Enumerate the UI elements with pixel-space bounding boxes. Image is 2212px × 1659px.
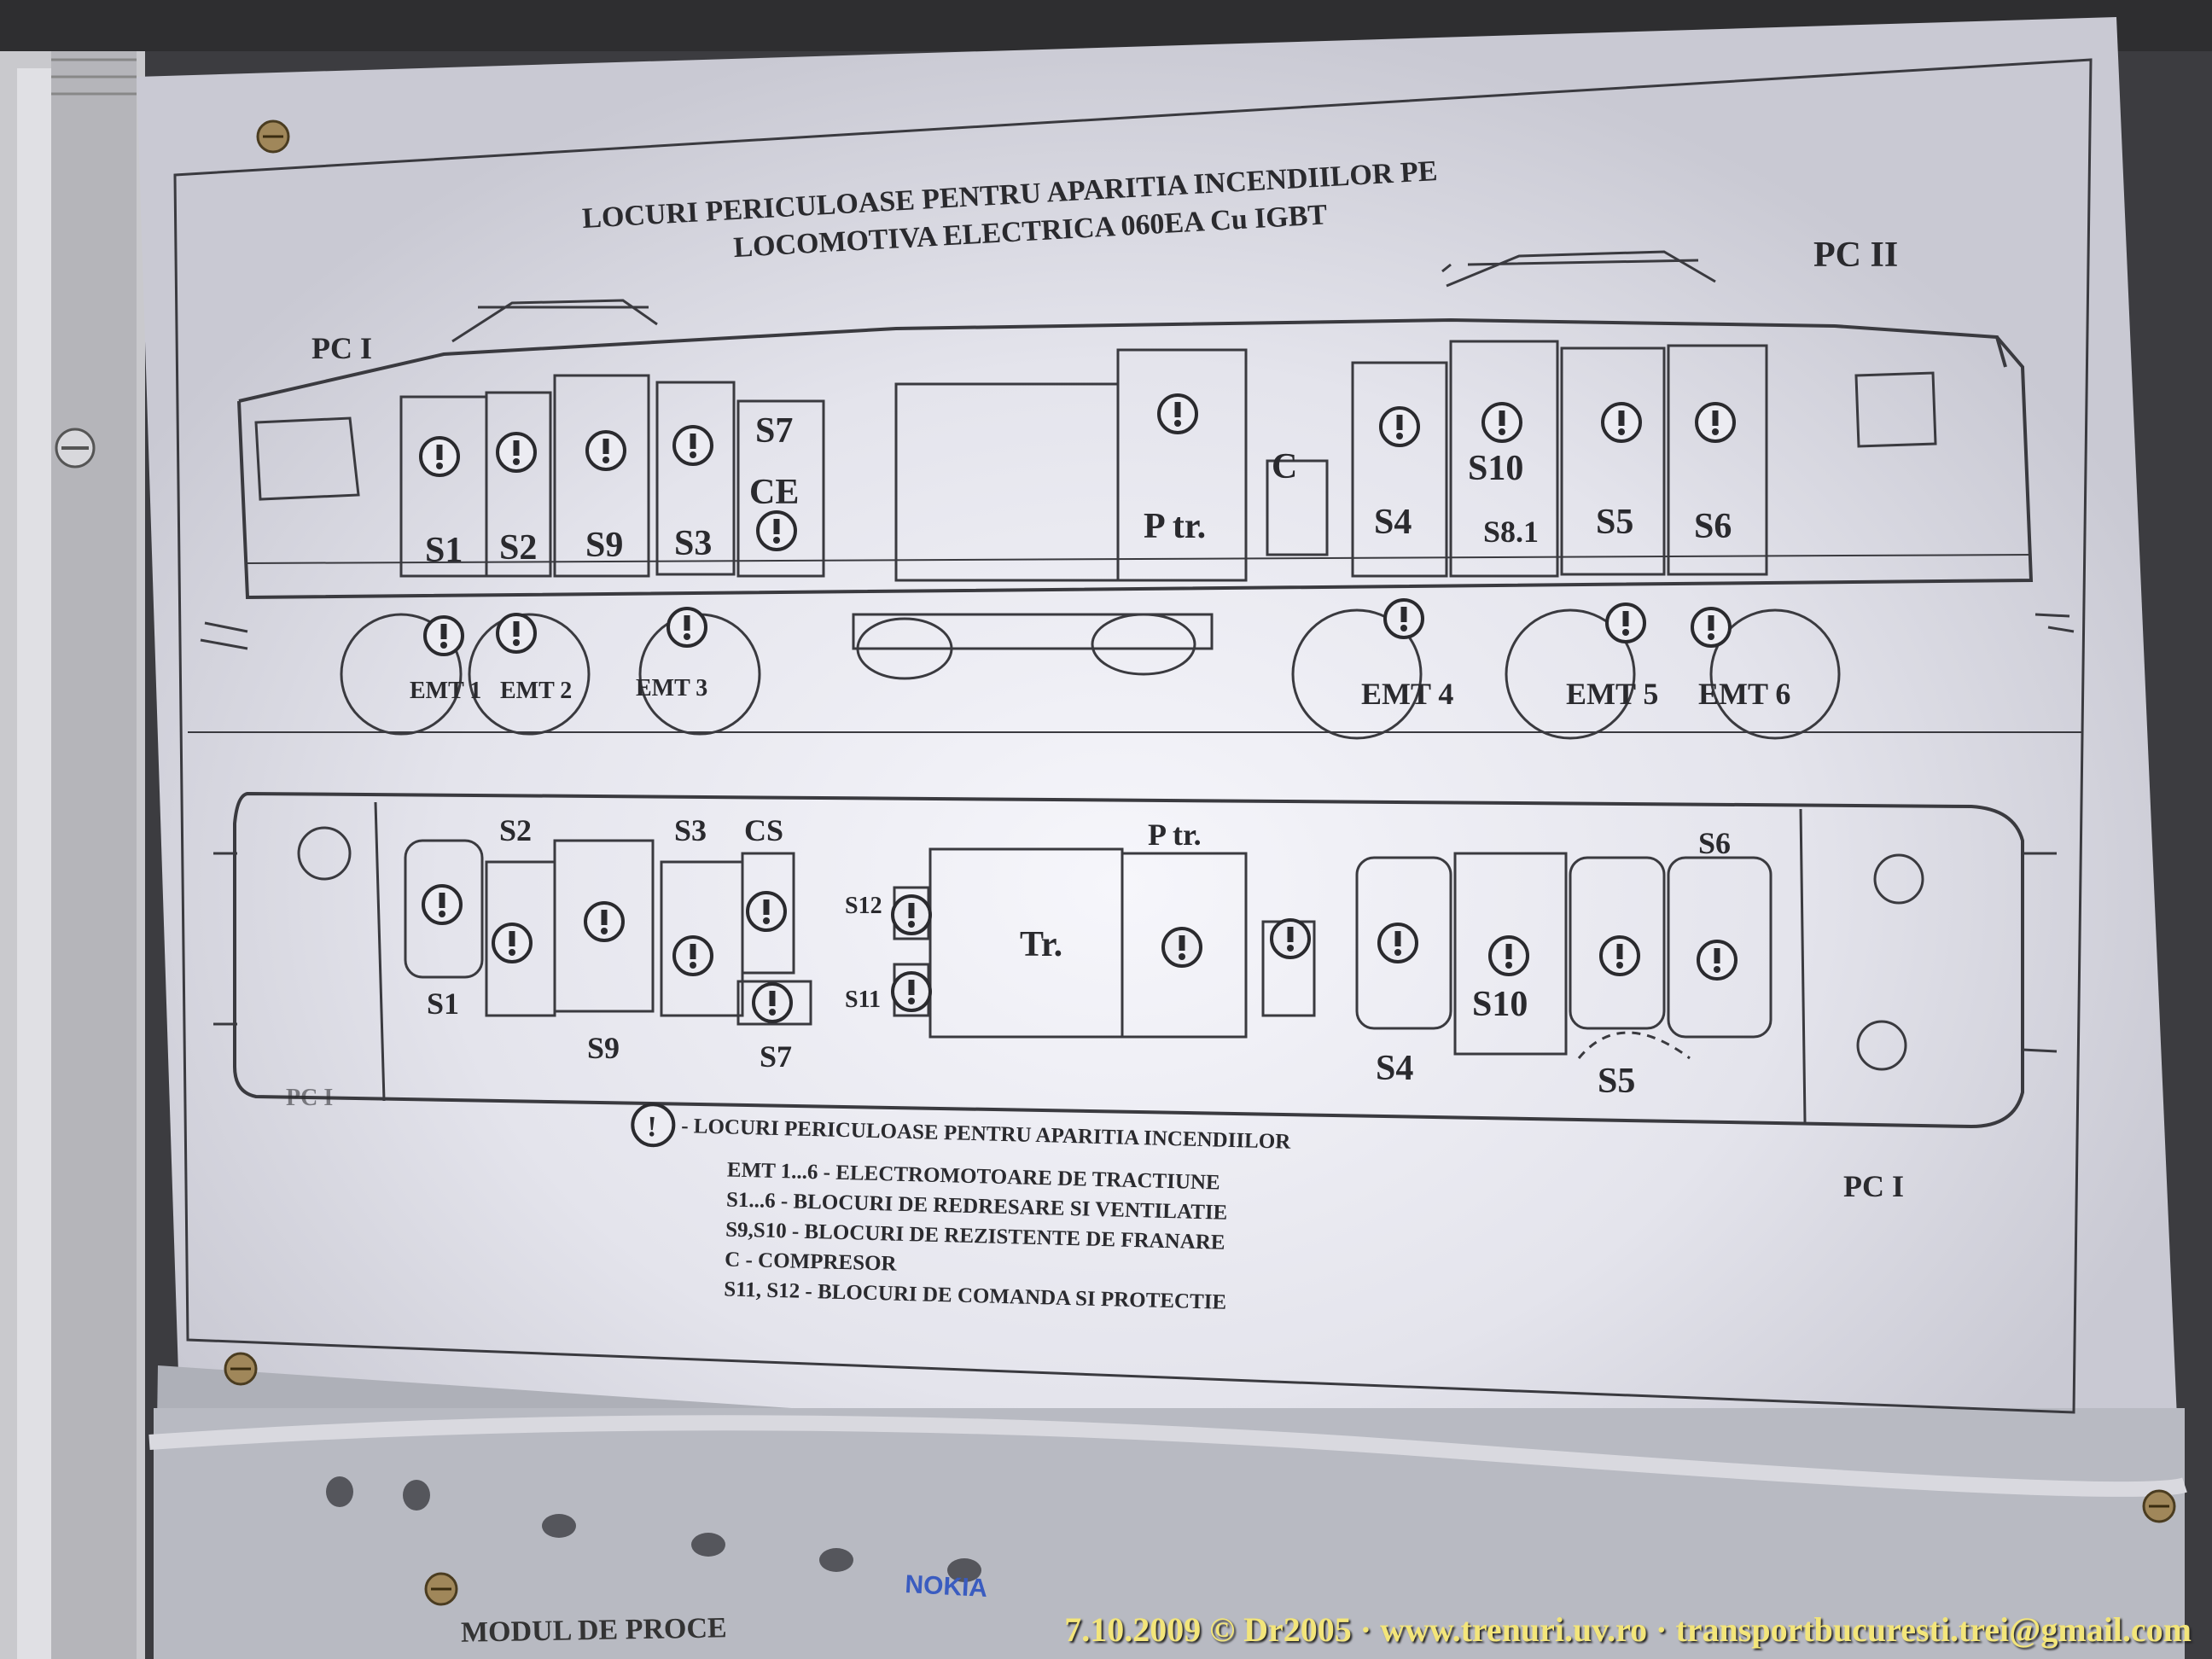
legend-hazard-icon xyxy=(631,1103,676,1148)
punch-holes xyxy=(326,1476,981,1582)
top-label-s6: S6 xyxy=(1698,826,1731,860)
top-label-s11: S11 xyxy=(845,987,881,1013)
top-label-s2: S2 xyxy=(499,813,532,847)
brand-label: NOKIA xyxy=(905,1570,988,1603)
screw-bottom-left xyxy=(224,1352,258,1386)
side-label-s5: S5 xyxy=(1596,503,1633,542)
top-label-tr: Tr. xyxy=(1020,925,1062,964)
photo-watermark: 7.10.2009 © Dr2005 · www.trenuri.uv.ro ·… xyxy=(1064,1610,2192,1649)
top-label-s7: S7 xyxy=(760,1039,792,1074)
screw-top-left xyxy=(256,119,290,154)
label-pc2: PC II xyxy=(1813,236,1898,275)
side-label-emt3: EMT 3 xyxy=(636,675,707,701)
side-label-ce: CE xyxy=(749,473,799,512)
top-label-s5: S5 xyxy=(1598,1062,1635,1101)
side-label-s3: S3 xyxy=(674,524,712,563)
top-label-s10: S10 xyxy=(1472,985,1528,1024)
top-label-s3: S3 xyxy=(674,813,707,847)
side-label-s4: S4 xyxy=(1374,503,1412,542)
side-label-s1: S1 xyxy=(425,531,463,570)
screw-right xyxy=(2142,1489,2176,1523)
top-label-s4: S4 xyxy=(1376,1049,1413,1088)
side-label-s8-1: S8.1 xyxy=(1483,515,1539,549)
side-label-emt2: EMT 2 xyxy=(500,678,572,704)
side-label-s2: S2 xyxy=(499,528,537,568)
label-pc1-top: PC I xyxy=(1843,1169,1904,1203)
top-label-s12: S12 xyxy=(845,893,882,919)
screw-bottom xyxy=(424,1572,458,1606)
side-view-diagram: PC I PC II S1 S2 S9 S3 S7 CE P tr. C S4 … xyxy=(188,236,2082,740)
binder-left xyxy=(0,51,145,1659)
side-label-emt6: EMT 6 xyxy=(1698,677,1790,711)
side-label-emt4: EMT 4 xyxy=(1361,677,1453,711)
side-label-emt1: EMT 1 xyxy=(410,678,481,704)
underlying-document-text: MODUL DE PROCE xyxy=(460,1612,727,1649)
top-label-cs: CS xyxy=(744,813,783,847)
top-label-s1: S1 xyxy=(427,987,459,1021)
side-label-s9: S9 xyxy=(585,526,623,565)
top-view-diagram: S2 S3 CS P tr. S6 S12 S11 Tr. S1 S9 S7 S… xyxy=(213,791,2058,1203)
top-label-ptr: P tr. xyxy=(1148,818,1202,852)
top-label-s9: S9 xyxy=(587,1031,620,1065)
side-label-emt5: EMT 5 xyxy=(1566,677,1658,711)
legend-symbol: ! xyxy=(647,1111,657,1143)
label-pc1-top-left: PC I xyxy=(286,1085,333,1111)
label-pc1-side: PC I xyxy=(311,331,372,365)
legend-item-c: C - COMPRESOR xyxy=(725,1248,898,1275)
side-label-s7: S7 xyxy=(755,411,793,451)
side-label-s6: S6 xyxy=(1694,507,1732,546)
side-label-ptr: P tr. xyxy=(1144,507,1206,546)
side-label-c: C xyxy=(1272,447,1297,486)
side-label-s10: S10 xyxy=(1468,449,1523,488)
